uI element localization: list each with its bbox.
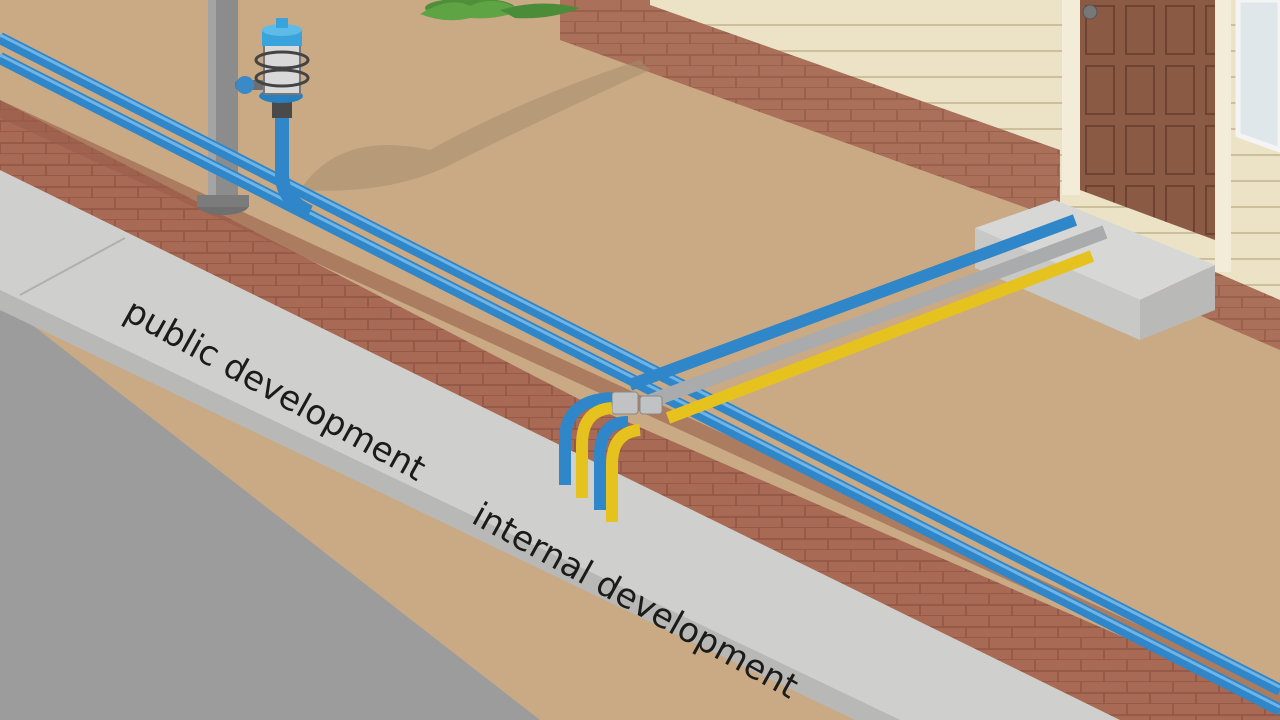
door-frame — [1062, 0, 1080, 195]
window — [1238, 0, 1280, 150]
door-light-icon — [1083, 5, 1097, 19]
door-frame-right — [1215, 0, 1231, 272]
